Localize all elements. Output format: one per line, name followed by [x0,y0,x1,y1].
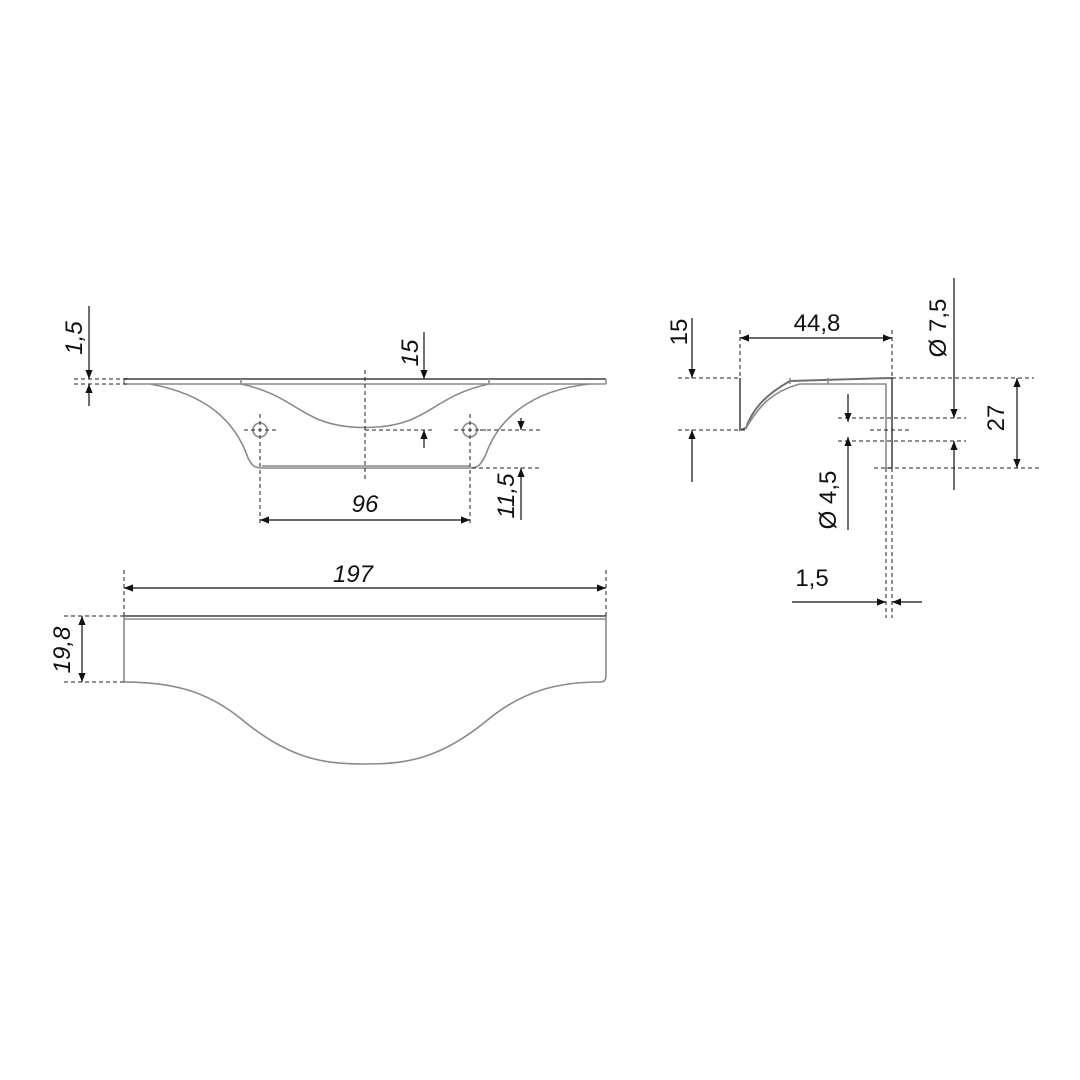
front-view-body-outline [123,616,607,765]
top-view-body-outline [149,383,591,469]
dim-1-5-side-label: 1,5 [795,565,828,592]
dim-15-depth-label: 15 [397,339,424,366]
dim-197-label: 197 [333,561,375,588]
dim-19-8-label: 19,8 [49,626,76,673]
dim-dia-7-5-label: Ø 7,5 [925,299,952,358]
side-view-profile [739,376,893,468]
dim-44-8-label: 44,8 [794,310,841,337]
dim-1-5-top-label: 1,5 [61,321,88,355]
dim-15-side-label: 15 [666,319,693,346]
side-view: 15 44,8 Ø 7,5 27 Ø 4,5 1,5 [666,278,1040,618]
dim-27-label: 27 [983,405,1010,432]
dim-11-5-label: 11,5 [493,473,520,519]
front-view: 197 19,8 [49,561,607,765]
top-view: 1,5 15 11,5 96 [61,306,607,525]
dim-dia-4-5-label: Ø 4,5 [815,471,842,530]
dim-96-label: 96 [352,491,379,518]
